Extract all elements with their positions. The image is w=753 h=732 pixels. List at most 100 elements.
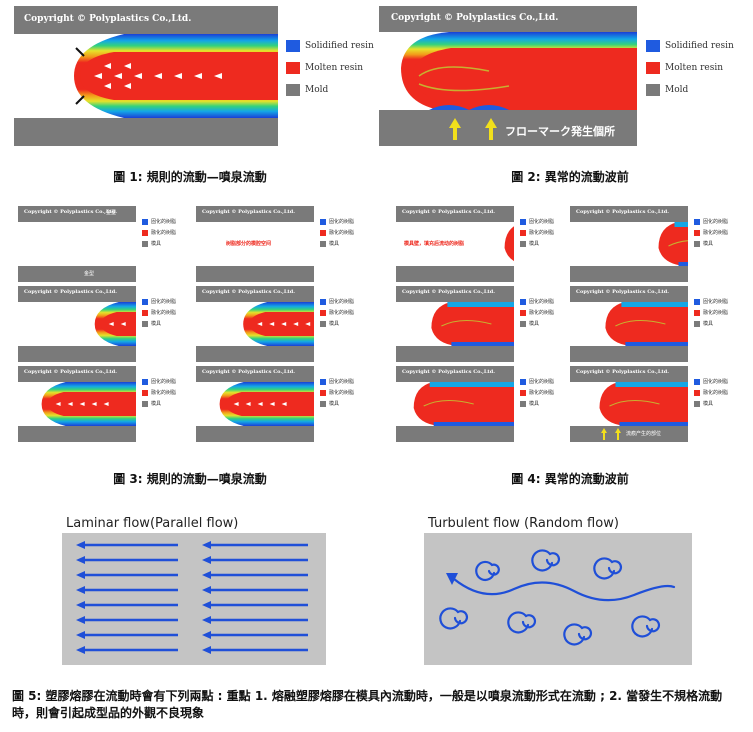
- fig4-panel-4: Copyright © Polyplastics Co.,Ltd.: [570, 286, 688, 362]
- fig3-panel-4-sim: [196, 286, 314, 362]
- legend-molten: 融化的树脂: [520, 229, 554, 236]
- legend-molten-label: 融化的树脂: [329, 310, 355, 316]
- laminar-title: Laminar flow(Parallel flow): [66, 516, 239, 531]
- laminar-flow-diagram: [62, 533, 326, 665]
- solidified-swatch: [646, 40, 660, 52]
- legend-solidified: Solidified resin: [286, 40, 374, 52]
- solidified-swatch: [520, 218, 526, 225]
- fig3-panel-5-copyright: Copyright © Polyplastics Co.,Ltd.: [24, 369, 117, 375]
- legend-molten-label: 融化的树脂: [703, 230, 729, 236]
- fig3-panel-4: Copyright © Polyplastics Co.,Ltd.: [196, 286, 314, 362]
- swirl-6: [563, 623, 593, 646]
- fig3-panel-2-copyright: Copyright © Polyplastics Co.,Ltd.: [202, 209, 295, 215]
- molten-swatch: [320, 229, 326, 236]
- mold-swatch: [520, 400, 526, 407]
- molten-swatch: [520, 389, 526, 396]
- mold-swatch: [694, 320, 700, 327]
- solidified-swatch: [694, 218, 700, 225]
- legend-molten-label: 融化的树脂: [703, 390, 729, 396]
- laminar-arrowhead: [76, 601, 85, 609]
- mold-swatch: [646, 84, 660, 96]
- fig4-panel-6-copyright: Copyright © Polyplastics Co.,Ltd.: [576, 369, 669, 375]
- fig4-panel-2-copyright: Copyright © Polyplastics Co.,Ltd.: [576, 209, 669, 215]
- legend-solidified: Solidified resin: [646, 40, 734, 52]
- mold-swatch: [320, 240, 326, 247]
- turbulent-title: Turbulent flow (Random flow): [428, 516, 619, 531]
- molten-swatch: [142, 229, 148, 236]
- fig3-cavity-label: 树脂部分的模腔空间: [226, 241, 272, 247]
- legend-molten: 融化的树脂: [142, 389, 176, 396]
- legend-molten-label: 融化的树脂: [529, 390, 555, 396]
- molten-swatch: [646, 62, 660, 74]
- solidified-swatch: [520, 378, 526, 385]
- fig1-flow-simulation: [14, 6, 278, 146]
- legend-molten: 融化的树脂: [694, 309, 728, 316]
- fig4-panel-1-copyright: Copyright © Polyplastics Co.,Ltd.: [402, 209, 495, 215]
- laminar-arrows: [76, 541, 308, 654]
- legend-solidified: 固化的树脂: [520, 378, 554, 385]
- laminar-arrowhead: [76, 631, 85, 639]
- mold-swatch: [320, 320, 326, 327]
- legend-mold-label: 模具: [529, 401, 540, 407]
- fig3-panel-3: Copyright © Polyplastics Co.,Ltd.: [18, 286, 136, 362]
- legend-molten-label: Molten resin: [665, 63, 724, 73]
- laminar-arrowhead: [202, 646, 211, 654]
- legend-mold: Mold: [646, 84, 688, 96]
- legend-mold-label: 模具: [151, 321, 162, 327]
- molten-swatch: [694, 229, 700, 236]
- laminar-arrowhead: [202, 541, 211, 549]
- fig3-mold-bottom-label: 金型: [84, 271, 95, 277]
- caption-fig2: 圖 2: 異常的流動波前: [511, 170, 629, 184]
- swirl-3: [593, 557, 623, 580]
- legend-mold: 模具: [320, 240, 339, 247]
- legend-molten: 融化的树脂: [142, 309, 176, 316]
- legend-mold: 模具: [142, 320, 161, 327]
- fig3-panel-1-copyright: Copyright © Polyplastics Co.,Ltd.: [24, 209, 117, 215]
- legend-molten-label: Molten resin: [305, 63, 364, 73]
- fig3-mold-top-label: 金型: [106, 210, 117, 216]
- legend-mold-label: 模具: [703, 241, 714, 247]
- fig1-copyright: Copyright © Polyplastics Co.,Ltd.: [24, 14, 192, 24]
- molten-swatch: [694, 309, 700, 316]
- legend-molten-label: 融化的树脂: [703, 310, 729, 316]
- swirl-4: [439, 607, 469, 630]
- legend-mold-label: 模具: [329, 241, 340, 247]
- turbulent-flow-diagram: [424, 533, 692, 665]
- molten-swatch: [142, 309, 148, 316]
- laminar-arrowhead: [202, 586, 211, 594]
- solidified-swatch: [142, 218, 148, 225]
- legend-mold-label: 模具: [329, 401, 340, 407]
- legend-mold: 模具: [320, 320, 339, 327]
- turbulent-main-wave: [452, 577, 676, 602]
- legend-solidified-label: 固化的树脂: [703, 219, 729, 225]
- legend-solidified-label: 固化的树脂: [329, 299, 355, 305]
- solidified-swatch: [142, 298, 148, 305]
- laminar-arrowhead: [202, 571, 211, 579]
- legend-solidified: 固化的树脂: [320, 378, 354, 385]
- fig4-mold-wall-label: 模具壁，填充后流动的树脂: [404, 241, 465, 247]
- legend-solidified-label: 固化的树脂: [529, 299, 555, 305]
- legend-solidified: 固化的树脂: [320, 218, 354, 225]
- legend-solidified: 固化的树脂: [520, 298, 554, 305]
- fig4-panel-3-copyright: Copyright © Polyplastics Co.,Ltd.: [402, 289, 495, 295]
- solidified-swatch: [286, 40, 300, 52]
- molten-swatch: [520, 229, 526, 236]
- legend-solidified-label: 固化的树脂: [529, 379, 555, 385]
- legend-molten-label: 融化的树脂: [151, 390, 177, 396]
- fig3-panel-6: Copyright © Polyplastics Co.,Ltd.: [196, 366, 314, 442]
- laminar-arrowhead: [76, 541, 85, 549]
- fig4-panel-5: Copyright © Polyplastics Co.,Ltd.: [396, 366, 514, 442]
- legend-solidified-label: Solidified resin: [305, 41, 374, 51]
- legend-solidified-label: 固化的树脂: [151, 379, 177, 385]
- mold-swatch: [142, 240, 148, 247]
- caption-fig3: 圖 3: 規則的流動—噴泉流動: [113, 472, 267, 486]
- solidified-swatch: [694, 298, 700, 305]
- legend-molten: 融化的树脂: [520, 309, 554, 316]
- legend-molten: 融化的树脂: [142, 229, 176, 236]
- caption-fig4: 圖 4: 異常的流動波前: [511, 472, 629, 486]
- legend-mold-label: Mold: [665, 85, 689, 95]
- legend-molten-label: 融化的树脂: [329, 390, 355, 396]
- legend-mold: 模具: [320, 400, 339, 407]
- legend-mold: 模具: [520, 240, 539, 247]
- legend-molten: 融化的树脂: [694, 229, 728, 236]
